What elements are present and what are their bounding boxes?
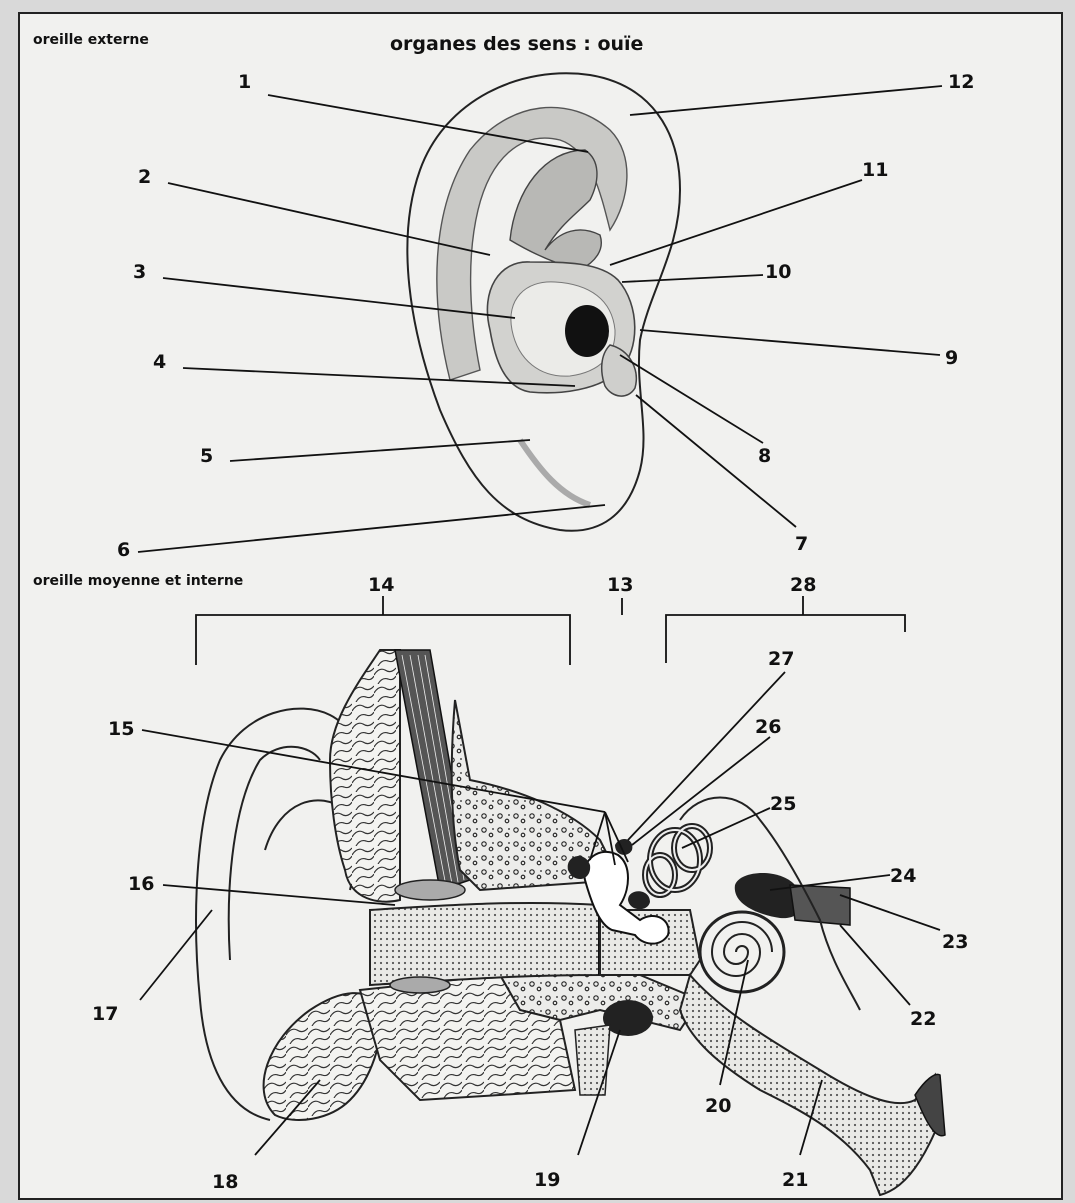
upper-bone-tissue: [330, 650, 400, 902]
diagram-title: organes des sens : ouïe: [390, 33, 643, 55]
label-20: 20: [705, 1095, 731, 1117]
label-15: 15: [108, 718, 134, 740]
ear-canal-opening: [565, 305, 609, 357]
label-19: 19: [534, 1169, 560, 1191]
eustachian-tube: [680, 975, 940, 1195]
label-12: 12: [948, 71, 974, 93]
label-27: 27: [768, 648, 794, 670]
label-14: 14: [368, 574, 394, 596]
label-9: 9: [945, 347, 958, 369]
label-3: 3: [133, 261, 146, 283]
outer-ear-drawing: [407, 73, 680, 530]
lobe-tissue: [264, 993, 381, 1120]
section-label-middle-inner-ear: oreille moyenne et interne: [33, 573, 243, 589]
semicircular-canals-inner: [645, 826, 710, 895]
section-label-outer-ear: oreille externe: [33, 32, 149, 48]
label-2: 2: [138, 166, 151, 188]
label-26: 26: [755, 716, 781, 738]
pinna-inner-fold: [229, 747, 320, 960]
carotid-canal: [603, 1000, 653, 1036]
label-28: 28: [790, 574, 816, 596]
label-13: 13: [607, 574, 633, 596]
vessel-column: [575, 1025, 610, 1095]
label-18: 18: [212, 1171, 238, 1193]
label-5: 5: [200, 445, 213, 467]
label-1: 1: [238, 71, 251, 93]
external-auditory-canal: [370, 903, 600, 985]
label-7: 7: [795, 533, 808, 555]
label-11: 11: [862, 159, 888, 181]
label-21: 21: [782, 1169, 808, 1191]
label-4: 4: [153, 351, 166, 373]
cartilage-upper: [395, 880, 465, 900]
label-16: 16: [128, 873, 154, 895]
label-17: 17: [92, 1003, 118, 1025]
antihelix-crura: [510, 150, 601, 270]
label-22: 22: [910, 1008, 936, 1030]
section-brackets: [196, 596, 905, 665]
label-8: 8: [758, 445, 771, 467]
label-23: 23: [942, 931, 968, 953]
label-25: 25: [770, 793, 796, 815]
label-10: 10: [765, 261, 791, 283]
lobule-shading: [520, 440, 590, 505]
label-24: 24: [890, 865, 916, 887]
cochlea: [700, 912, 784, 992]
cartilage-lower: [390, 977, 450, 993]
middle-inner-ear-drawing: [196, 650, 945, 1195]
label-6: 6: [117, 539, 130, 561]
